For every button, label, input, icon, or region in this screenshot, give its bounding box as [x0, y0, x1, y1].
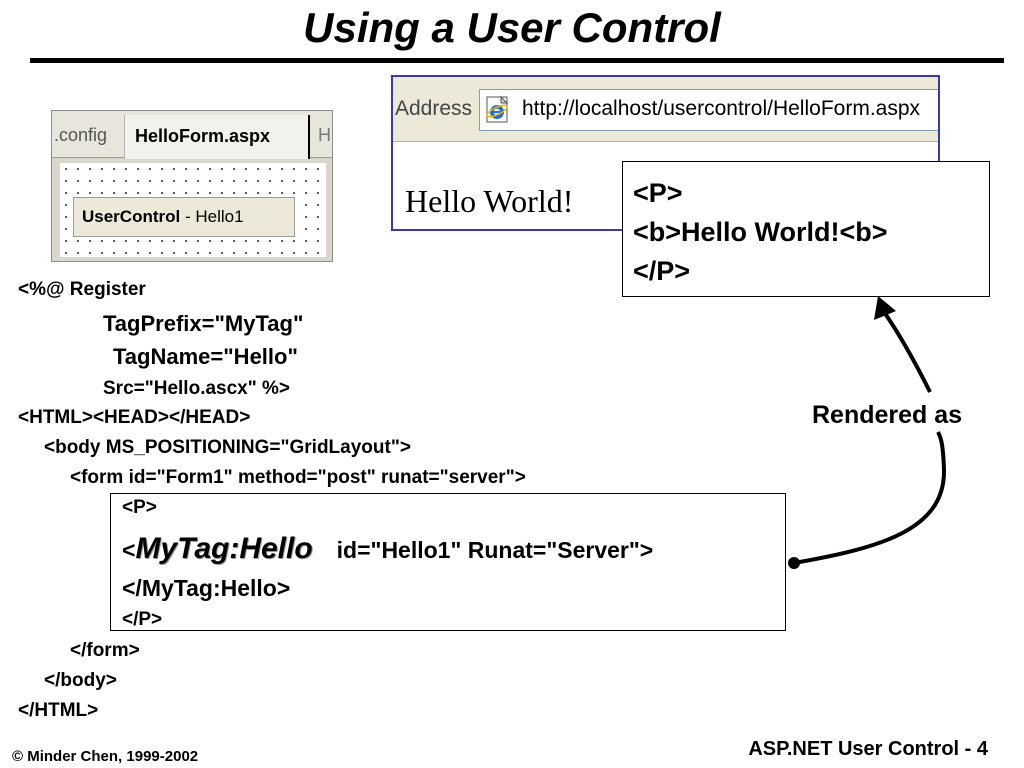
- tab-next[interactable]: H: [318, 125, 331, 145]
- code-src: Src="Hello.ascx" %>: [103, 378, 291, 399]
- tab-helloform-label: HelloForm.aspx: [135, 126, 271, 146]
- snippet-attributes: id="Hello1" Runat="Server">: [336, 537, 654, 563]
- code-tagname: TagName="Hello": [113, 344, 298, 369]
- code-body-open: <body MS_POSITIONING="GridLayout">: [44, 437, 411, 458]
- title-divider: [30, 58, 1004, 63]
- usercontrol-type: UserControl: [82, 207, 181, 226]
- code-tagprefix: TagPrefix="MyTag": [103, 311, 304, 336]
- address-input[interactable]: http://localhost/usercontrol/HelloForm.a…: [479, 89, 938, 131]
- usercontrol-instance: Hello1: [195, 207, 244, 226]
- code-body-close: </body>: [44, 670, 117, 691]
- snippet-p-close: </P>: [122, 609, 163, 630]
- design-surface-grid: UserControl - Hello1: [60, 163, 326, 257]
- tab-helloform-aspx[interactable]: HelloForm.aspx: [124, 115, 310, 159]
- snippet-tag-name: MyTag:Hello: [135, 532, 313, 565]
- code-form-close: </form>: [70, 640, 140, 661]
- url-text: http://localhost/usercontrol/HelloForm.a…: [522, 97, 921, 120]
- code-form-open: <form id="Form1" method="post" runat="se…: [70, 467, 526, 488]
- rendered-html-box: <P> <b>Hello World!<b> </P>: [622, 161, 990, 297]
- rendered-line-1: <P>: [633, 178, 683, 208]
- code-html-head: <HTML><HEAD></HEAD>: [18, 407, 251, 428]
- rendered-as-label: Rendered as: [812, 401, 963, 429]
- usercontrol-placeholder[interactable]: UserControl - Hello1: [73, 197, 295, 237]
- snippet-tag-close: </MyTag:Hello>: [122, 575, 291, 601]
- address-label: Address: [395, 97, 473, 120]
- rendered-page-text: Hello World!: [405, 183, 574, 219]
- usercontrol-separator: -: [180, 207, 196, 226]
- snippet-p-open: <P>: [122, 497, 157, 518]
- slide-title: Using a User Control: [303, 4, 721, 51]
- snippet-lt: <: [122, 537, 136, 563]
- code-html-close: </HTML>: [18, 700, 99, 721]
- tab-web-config[interactable]: .config: [54, 125, 108, 145]
- designer-tab-bar: .config HelloForm.aspx H: [52, 111, 332, 159]
- designer-screenshot: .config HelloForm.aspx H UserControl - H…: [51, 110, 333, 262]
- ie-page-icon: [486, 96, 509, 123]
- code-register: <%@ Register: [18, 279, 146, 300]
- copyright-footer: © Minder Chen, 1999-2002: [12, 748, 199, 765]
- address-bar: Address http://localhost/usercontrol/Hel…: [393, 77, 938, 142]
- snippet-tag-line: <MyTag:Hello id="Hello1" Runat="Server">: [122, 527, 653, 572]
- rendered-line-3: </P>: [633, 256, 691, 286]
- user-control-snippet-box: [110, 493, 786, 631]
- rendered-line-2: <b>Hello World!<b>: [633, 217, 888, 247]
- slide-number-footer: ASP.NET User Control - 4: [748, 738, 988, 760]
